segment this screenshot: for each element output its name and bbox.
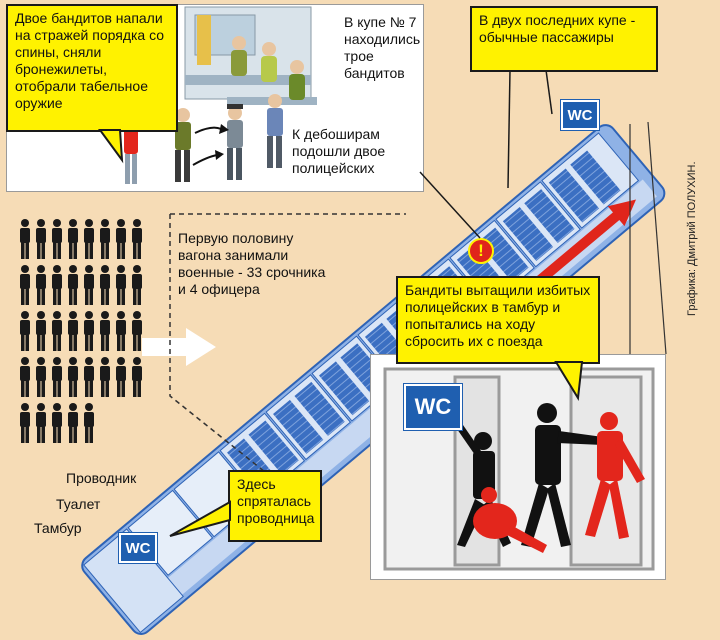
label-compartment-7: В купе № 7 находились трое бандитов [344, 14, 421, 81]
callout-last-compartments: В двух последних купе - обычные пассажир… [470, 6, 658, 72]
soldier-figure-icon [100, 219, 110, 259]
graphic-credit: Графика: Дмитрий ПОЛУХИН. [686, 161, 698, 317]
soldier-figure-icon [116, 265, 126, 305]
callout-bandits-attack-text: Двое бандитов напали на стражей порядка … [15, 10, 165, 111]
soldier-figure-icon [132, 219, 142, 259]
motion-arrow-icon [192, 154, 218, 166]
soldier-figure-icon [68, 265, 78, 305]
soldier-figure-icon [116, 219, 126, 259]
callout-last-compartments-text: В двух последних купе - обычные пассажир… [479, 12, 636, 45]
soldier-figure-icon [84, 265, 94, 305]
soldier-figure-icon [20, 357, 30, 397]
soldier-figure-icon [52, 265, 62, 305]
soldier-figure-icon [84, 403, 94, 443]
soldier-figure-icon [100, 265, 110, 305]
leader-line [629, 121, 667, 355]
soldier-figure-icon [36, 219, 46, 259]
wc-sign-label: WC [414, 394, 452, 419]
soldier-figure-icon [100, 311, 110, 351]
callout-dragged-police-text: Бандиты вытащили избитых полицейских в т… [405, 282, 591, 349]
callout-pointer [169, 500, 231, 537]
soldier-figure-icon [132, 311, 142, 351]
callout-conductor-hid: Здесь спряталась проводница [228, 470, 322, 542]
soldier-figure-icon [52, 357, 62, 397]
soldier-figure-icon [68, 311, 78, 351]
label-vestibule: Тамбур [34, 520, 82, 536]
soldier-figure-icon [68, 357, 78, 397]
label-police-approached: К дебоширам подошли двое полицейских [292, 126, 386, 176]
label-military: Первую половину вагона занимали военные … [178, 230, 326, 297]
soldier-figure-icon [36, 311, 46, 351]
soldier-figure-icon [84, 219, 94, 259]
callout-pointer [98, 129, 124, 164]
label-toilet: Туалет [56, 496, 101, 512]
bandit-figure-icon [457, 403, 603, 547]
motion-arrow-icon [194, 126, 222, 134]
soldier-figure-icon [100, 357, 110, 397]
soldier-figure-icon [36, 403, 46, 443]
wc-sign-icon: WC [118, 532, 158, 564]
soldier-figure-icon [36, 357, 46, 397]
soldier-figure-icon [20, 219, 30, 259]
warning-symbol: ! [478, 241, 484, 260]
military-zone-outline [169, 213, 406, 501]
soldier-figure-icon [20, 311, 30, 351]
wc-sign-icon: WC [403, 383, 463, 431]
soldiers-grid [18, 218, 146, 448]
callout-pointer [554, 361, 584, 402]
wc-sign-label: WC [567, 106, 593, 124]
soldier-figure-icon [116, 311, 126, 351]
soldier-figure-icon [68, 219, 78, 259]
warning-icon: ! [468, 238, 494, 264]
soldier-figure-icon [84, 311, 94, 351]
compartment-scene-illustration [124, 6, 317, 184]
leader-line [419, 171, 481, 239]
soldier-figure-icon [132, 357, 142, 397]
wc-sign-icon: WC [560, 99, 600, 131]
soldier-figure-icon [20, 403, 30, 443]
soldier-figure-icon [20, 265, 30, 305]
wc-sign-label: WC [125, 539, 151, 557]
seated-bandits-icon [231, 36, 305, 100]
soldier-figure-icon [116, 357, 126, 397]
soldier-figure-icon [52, 311, 62, 351]
callout-dragged-police: Бандиты вытащили избитых полицейских в т… [396, 276, 600, 364]
direction-arrow-icon [142, 328, 216, 366]
soldier-figure-icon [52, 219, 62, 259]
callout-pointer [507, 70, 553, 189]
soldier-figure-icon [36, 265, 46, 305]
soldier-figure-icon [84, 357, 94, 397]
label-conductor: Проводник [66, 470, 137, 486]
callout-conductor-hid-text: Здесь спряталась проводница [237, 476, 315, 526]
police-figure-icon [473, 412, 645, 553]
soldier-figure-icon [68, 403, 78, 443]
soldier-figure-icon [52, 403, 62, 443]
soldier-figure-icon [132, 265, 142, 305]
callout-bandits-attack: Двое бандитов напали на стражей порядка … [6, 4, 178, 132]
